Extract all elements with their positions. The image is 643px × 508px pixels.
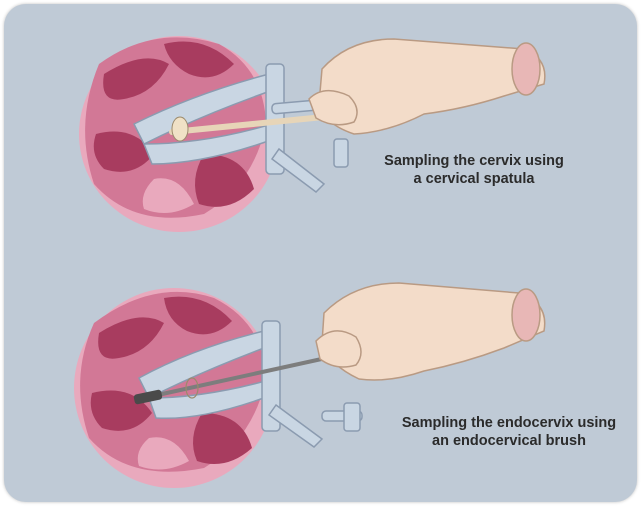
figure-frame: Sampling the cervix using a cervical spa… bbox=[4, 4, 637, 502]
caption-line-1: Sampling the endocervix using bbox=[384, 414, 634, 432]
brush-illustration bbox=[4, 253, 637, 502]
caption-endocervical-brush: Sampling the endocervix using an endocer… bbox=[384, 414, 634, 450]
caption-line-1: Sampling the cervix using bbox=[359, 152, 589, 170]
hand bbox=[309, 39, 545, 134]
caption-line-2: a cervical spatula bbox=[359, 170, 589, 188]
panel-cervical-spatula: Sampling the cervix using a cervical spa… bbox=[4, 4, 637, 253]
caption-line-2: an endocervical brush bbox=[384, 432, 634, 450]
hand bbox=[316, 283, 545, 380]
caption-cervical-spatula: Sampling the cervix using a cervical spa… bbox=[359, 152, 589, 188]
spatula-illustration bbox=[4, 4, 637, 253]
panel-endocervical-brush: Sampling the endocervix using an endocer… bbox=[4, 253, 637, 502]
